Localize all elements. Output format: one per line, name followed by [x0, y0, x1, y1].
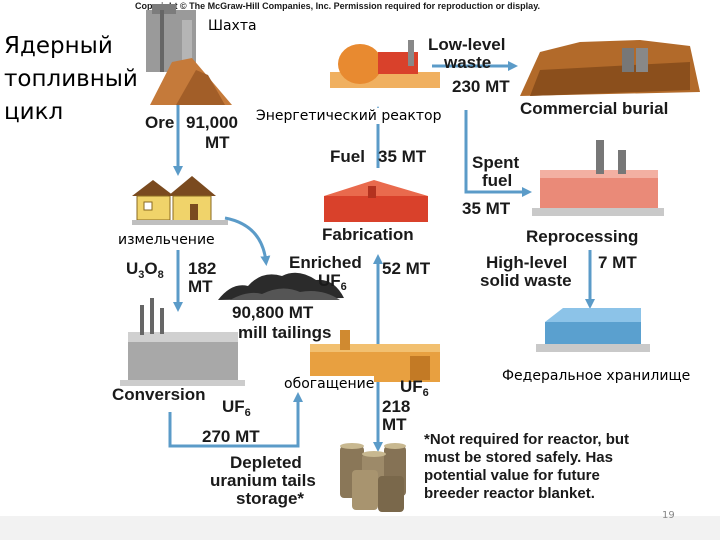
reactor-annotation: Энергетический реактор [256, 108, 441, 124]
reprocessing-plant [532, 140, 664, 216]
note-line4: breeder reactor blanket. [424, 485, 595, 502]
fabrication-label: Fabrication [322, 225, 414, 244]
note-line2: must be stored safely. Has [424, 449, 613, 466]
high-level-line2: solid waste [480, 271, 572, 290]
commercial-burial-site [520, 40, 700, 96]
low-level-amount: 230 MT [452, 77, 510, 96]
enriched-uf6: UF6 [318, 271, 347, 293]
footer-band [0, 516, 720, 540]
fabrication-plant [324, 180, 428, 222]
depleted-line3: storage* [236, 489, 304, 508]
power-reactor [330, 40, 440, 88]
commercial-burial-label: Commercial burial [520, 99, 668, 118]
depleted-line1: Depleted [230, 453, 302, 472]
repository-annotation: Федеральное хранилище [502, 368, 690, 384]
low-level-line2: waste [443, 53, 491, 72]
tailings-label: mill tailings [238, 323, 332, 342]
ore-label: Ore [145, 113, 174, 132]
note-line3: potential value for future [424, 467, 600, 484]
enrichment-annotation: обогащение [284, 376, 374, 392]
note-line1: *Not required for reactor, but [424, 431, 629, 448]
fuel-amount: 35 MT [378, 147, 427, 166]
enriched-label: Enriched [289, 253, 362, 272]
enriched-amount: 52 MT [382, 259, 431, 278]
conversion-uf6: UF6 [222, 397, 251, 419]
federal-repository [536, 308, 650, 352]
copyright-notice: Copyright © The McGraw-Hill Companies, I… [135, 1, 540, 11]
u3o8-label: U3O8 [126, 259, 164, 281]
spent-amount: 35 MT [462, 199, 511, 218]
tails-amount: 218 [382, 397, 410, 416]
conversion-amount: 270 MT [202, 427, 260, 446]
reprocessing-label: Reprocessing [526, 227, 638, 246]
ore-amount: 91,000 [186, 113, 238, 132]
slide-title: Ядерный топливный цикл [4, 30, 132, 129]
u3o8-unit: MT [188, 277, 213, 296]
conversion-plant [120, 298, 245, 386]
page-number: 19 [662, 510, 675, 521]
spent-line2: fuel [482, 171, 512, 190]
tails-unit: MT [382, 415, 407, 434]
mill-annotation: измельчение [118, 232, 215, 248]
conversion-label: Conversion [112, 385, 206, 404]
depleted-tails-cylinders [340, 443, 406, 512]
english-labels: Ore 91,000 MT U3O8 182 MT 90,800 MT mill… [112, 35, 668, 508]
mine-annotation: Шахта [208, 18, 257, 34]
low-level-line1: Low-level [428, 35, 505, 54]
tailings-amount: 90,800 MT [232, 303, 314, 322]
ore-unit: MT [205, 133, 230, 152]
spent-line1: Spent [472, 153, 520, 172]
u3o8-amount: 182 [188, 259, 216, 278]
high-level-line1: High-level [486, 253, 567, 272]
mill-illustration [132, 176, 228, 225]
fuel-label: Fuel [330, 147, 365, 166]
high-level-amount: 7 MT [598, 253, 637, 272]
depleted-line2: uranium tails [210, 471, 316, 490]
arrow-mill-to-tailings [225, 218, 266, 262]
